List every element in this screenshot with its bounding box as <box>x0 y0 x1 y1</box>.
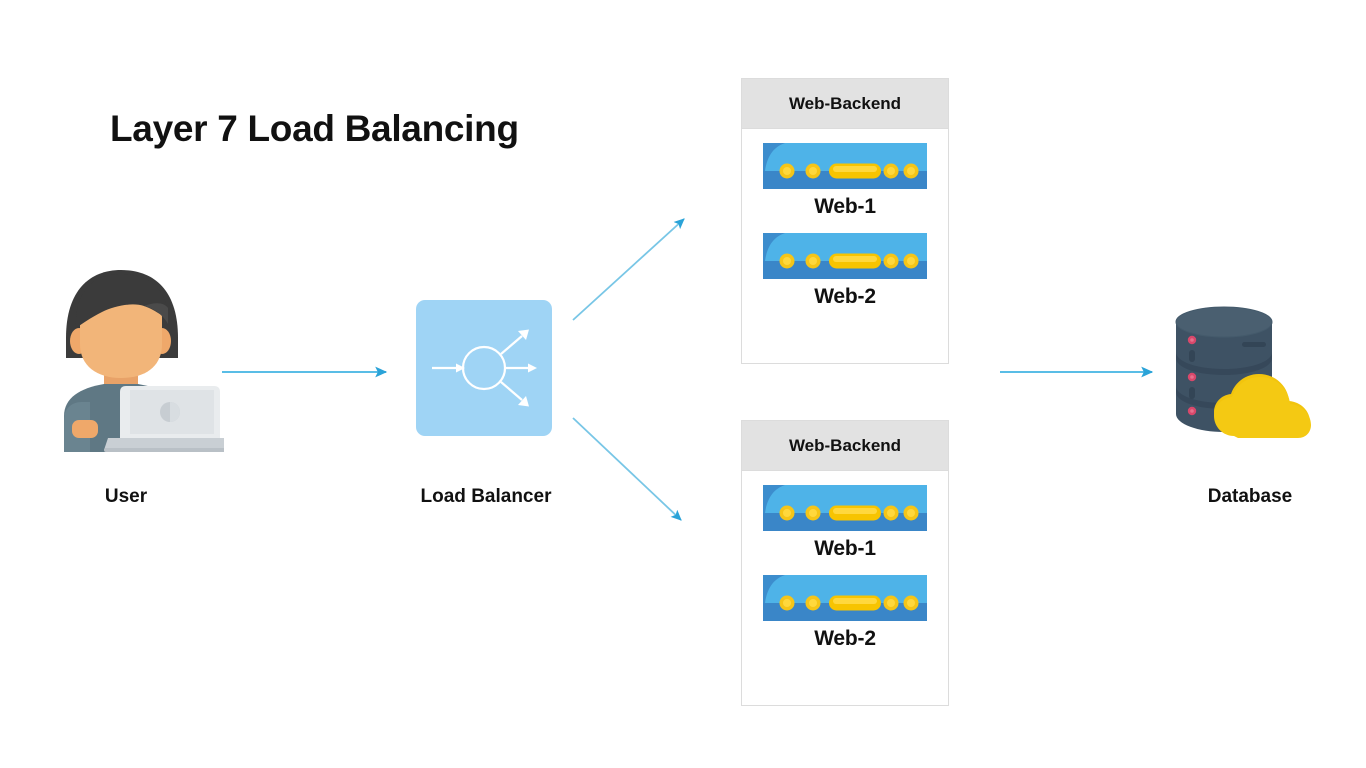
server-entry[interactable]: Web-1 <box>742 143 948 219</box>
server-label: Web-2 <box>814 627 876 650</box>
user-with-laptop-icon <box>64 270 232 452</box>
user-node <box>28 262 232 452</box>
page-title: Layer 7 Load Balancing <box>110 108 519 149</box>
backend-group-2: Web-Backend Web-1 <box>741 420 949 706</box>
backend-group-1: Web-Backend Web-1 <box>741 78 949 364</box>
arrow-load-balancer-to-backend-2 <box>572 417 682 521</box>
arrow-load-balancer-to-backend-1 <box>572 218 685 321</box>
backend-group-2-body: Web-1 Web-2 <box>742 471 948 651</box>
backend-group-1-header: Web-Backend <box>742 79 948 129</box>
server-icon <box>763 575 927 621</box>
server-icon <box>763 143 927 189</box>
database-caption: Database <box>1207 486 1293 507</box>
server-label: Web-1 <box>814 537 876 560</box>
backend-group-2-header: Web-Backend <box>742 421 948 471</box>
load-balancer-caption: Load Balancer <box>420 486 552 507</box>
server-entry[interactable]: Web-2 <box>742 233 948 309</box>
server-icon <box>763 485 927 531</box>
load-balancer-icon <box>416 300 552 436</box>
backend-group-1-body: Web-1 Web-2 <box>742 129 948 309</box>
load-balancer-node <box>416 300 552 436</box>
server-label: Web-2 <box>814 285 876 308</box>
database-node <box>1168 300 1318 440</box>
server-label: Web-1 <box>814 195 876 218</box>
database-cloud-icon <box>1175 306 1311 438</box>
server-entry[interactable]: Web-2 <box>742 575 948 651</box>
server-entry[interactable]: Web-1 <box>742 485 948 561</box>
server-icon <box>763 233 927 279</box>
user-caption: User <box>104 486 148 507</box>
